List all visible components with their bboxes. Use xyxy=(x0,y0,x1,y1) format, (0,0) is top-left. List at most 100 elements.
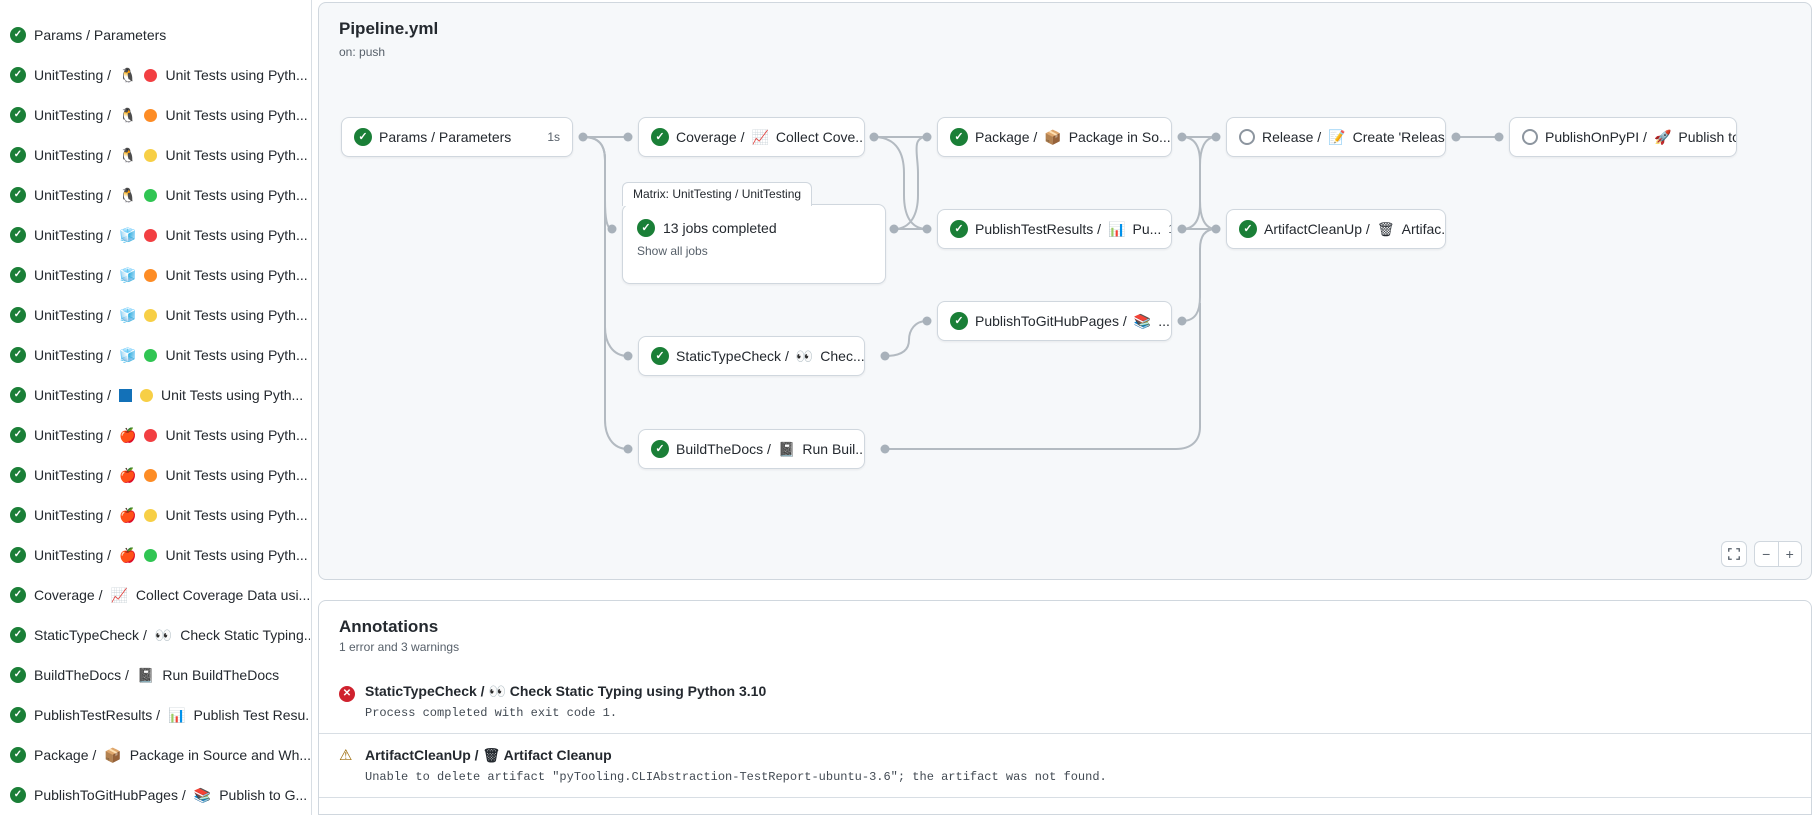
graph-node-coverage[interactable]: ✓Coverage /📈Collect Cove...25s xyxy=(638,117,865,157)
sidebar-job-item[interactable]: ✓UnitTesting /🧊Unit Tests using Pyth... xyxy=(0,335,310,375)
annotation-job-link[interactable]: ArtifactCleanUp / 🗑 Artifact Cleanup xyxy=(365,747,1791,764)
success-icon: ✓ xyxy=(10,27,26,43)
macos-icon: 🍎 xyxy=(119,428,136,442)
label-text: UnitTesting / xyxy=(34,67,111,83)
graph-node-buildthedocs[interactable]: ✓BuildTheDocs /📓Run Buil...47s xyxy=(638,429,865,469)
sidebar-job-item[interactable]: ✓UnitTesting /Unit Tests using Pyth... xyxy=(0,375,310,415)
label-text: Unit Tests using Pyth... xyxy=(161,387,303,403)
freebsd-icon: 🧊 xyxy=(119,308,136,322)
wastebasket-icon: 🗑 xyxy=(1377,222,1395,236)
python-version-dot xyxy=(144,229,157,242)
label-text: UnitTesting / xyxy=(34,507,111,523)
annotation-job-link[interactable]: StaticTypeCheck / 👀 Check Static Typing … xyxy=(365,683,1791,700)
linux-icon: 🐧 xyxy=(119,108,136,122)
label-text: Collect Cove... xyxy=(776,129,865,145)
sidebar-job-item[interactable]: ✓PublishTestResults /📊Publish Test Resu.… xyxy=(0,695,310,735)
label-text: UnitTesting / xyxy=(34,267,111,283)
graph-node-artifactcleanup[interactable]: ✓ArtifactCleanUp /🗑Artifac...3s xyxy=(1226,209,1446,249)
sidebar-job-item[interactable]: ✓UnitTesting /🍎Unit Tests using Pyth... xyxy=(0,455,310,495)
success-icon: ✓ xyxy=(10,587,26,603)
fullscreen-button[interactable] xyxy=(1721,541,1747,567)
success-icon: ✓ xyxy=(10,107,26,123)
sidebar-job-item[interactable]: ✓UnitTesting /🐧Unit Tests using Pyth... xyxy=(0,135,310,175)
sidebar-job-item[interactable]: ✓UnitTesting /🧊Unit Tests using Pyth... xyxy=(0,295,310,335)
label-text: Artifac... xyxy=(1402,221,1446,237)
graph-node-statictypecheck[interactable]: ✓StaticTypeCheck /👀Chec...13s xyxy=(638,336,865,376)
sidebar-job-item[interactable]: ✓UnitTesting /🐧Unit Tests using Pyth... xyxy=(0,175,310,215)
label-text: Run BuildTheDocs xyxy=(162,667,279,683)
sidebar-job-item[interactable]: ✓Coverage /📈Collect Coverage Data usi... xyxy=(0,575,310,615)
label-text: PublishToGitHubPages / xyxy=(34,787,186,803)
graph-node-release[interactable]: Release /📝Create 'Release P... xyxy=(1226,117,1446,157)
label-text: Unit Tests using Pyth... xyxy=(165,467,307,483)
success-icon: ✓ xyxy=(10,787,26,803)
python-version-dot xyxy=(144,469,157,482)
success-icon: ✓ xyxy=(354,128,372,146)
sidebar-job-item[interactable]: ✓UnitTesting /🐧Unit Tests using Pyth... xyxy=(0,95,310,135)
python-version-dot xyxy=(144,189,157,202)
sidebar-job-item[interactable]: ✓PublishToGitHubPages /📚Publish to G... xyxy=(0,775,310,815)
package-icon: 📦 xyxy=(1044,130,1061,144)
success-icon: ✓ xyxy=(10,427,26,443)
label-text: Publish Test Resu... xyxy=(194,707,311,723)
error-icon: ✕ xyxy=(339,686,355,702)
sidebar-job-item[interactable]: ✓StaticTypeCheck /👀Check Static Typing..… xyxy=(0,615,310,655)
label-text: UnitTesting / xyxy=(34,387,111,403)
annotation-item: ⚠ArtifactCleanUp / 🗑 Artifact CleanupUna… xyxy=(319,734,1811,798)
memo-icon: 📝 xyxy=(1328,130,1345,144)
python-version-dot xyxy=(144,149,157,162)
success-icon: ✓ xyxy=(10,627,26,643)
freebsd-icon: 🧊 xyxy=(119,228,136,242)
show-all-jobs-link[interactable]: Show all jobs xyxy=(623,237,885,258)
sidebar-job-item[interactable]: ✓Package /📦Package in Source and Wh... xyxy=(0,735,310,775)
chart-increasing-icon: 📈 xyxy=(110,588,127,602)
annotation-message: Process completed with exit code 1. xyxy=(365,706,1791,720)
label-text: ... xyxy=(1158,313,1170,329)
sidebar-job-item[interactable]: ✓UnitTesting /🧊Unit Tests using Pyth... xyxy=(0,255,310,295)
success-icon: ✓ xyxy=(637,219,655,237)
sidebar-job-item[interactable]: ✓BuildTheDocs /📓Run BuildTheDocs xyxy=(0,655,310,695)
success-icon: ✓ xyxy=(10,547,26,563)
graph-node-package[interactable]: ✓Package /📦Package in So...25s xyxy=(937,117,1172,157)
success-icon: ✓ xyxy=(10,147,26,163)
zoom-out-button[interactable]: − xyxy=(1755,542,1779,566)
graph-node-publishpypi[interactable]: PublishOnPyPI /🚀Publish to ... xyxy=(1509,117,1737,157)
label-text: Unit Tests using Pyth... xyxy=(165,227,307,243)
graph-node-params[interactable]: ✓Params / Parameters1s xyxy=(341,117,573,157)
freebsd-icon: 🧊 xyxy=(119,268,136,282)
sidebar-job-item[interactable]: ✓UnitTesting /🍎Unit Tests using Pyth... xyxy=(0,415,310,455)
label-text: Coverage / xyxy=(34,587,102,603)
annotation-message: Unable to delete artifact "pyTooling.CLI… xyxy=(365,770,1791,784)
sidebar-job-item[interactable]: ✓Params / Parameters xyxy=(0,15,310,55)
zoom-in-button[interactable]: + xyxy=(1779,542,1802,566)
success-icon: ✓ xyxy=(10,707,26,723)
sidebar-job-item[interactable]: ✓UnitTesting /🐧Unit Tests using Pyth... xyxy=(0,55,310,95)
success-icon: ✓ xyxy=(10,267,26,283)
fullscreen-icon xyxy=(1728,548,1740,560)
sidebar-job-item[interactable]: ✓UnitTesting /🍎Unit Tests using Pyth... xyxy=(0,495,310,535)
label-text: PublishTestResults / xyxy=(975,221,1101,237)
success-icon: ✓ xyxy=(10,507,26,523)
sidebar-job-item[interactable]: ✓UnitTesting /🧊Unit Tests using Pyth... xyxy=(0,215,310,255)
success-icon: ✓ xyxy=(10,667,26,683)
python-version-dot xyxy=(144,309,157,322)
graph-node-publishpages[interactable]: ✓PublishToGitHubPages /📚...13s xyxy=(937,301,1172,341)
notebook-icon: 📓 xyxy=(778,442,795,456)
matrix-tab-label: Matrix: UnitTesting / UnitTesting xyxy=(622,182,812,206)
python-version-dot xyxy=(144,349,157,362)
label-text: Chec... xyxy=(820,348,864,364)
label-text: Publish to ... xyxy=(1678,129,1737,145)
success-icon: ✓ xyxy=(10,747,26,763)
success-icon: ✓ xyxy=(10,187,26,203)
matrix-card[interactable]: Matrix: UnitTesting / UnitTesting ✓ 13 j… xyxy=(622,204,886,284)
zoom-controls: − + xyxy=(1754,541,1802,567)
annotations-subtitle: 1 error and 3 warnings xyxy=(339,640,1791,654)
label-text: UnitTesting / xyxy=(34,307,111,323)
sidebar-job-item[interactable]: ✓UnitTesting /🍎Unit Tests using Pyth... xyxy=(0,535,310,575)
graph-node-publishtest[interactable]: ✓PublishTestResults /📊Pu...17s xyxy=(937,209,1172,249)
linux-icon: 🐧 xyxy=(119,68,136,82)
annotations-title: Annotations xyxy=(339,617,1791,637)
books-icon: 📚 xyxy=(194,788,211,802)
windows-icon xyxy=(119,389,132,402)
macos-icon: 🍎 xyxy=(119,508,136,522)
